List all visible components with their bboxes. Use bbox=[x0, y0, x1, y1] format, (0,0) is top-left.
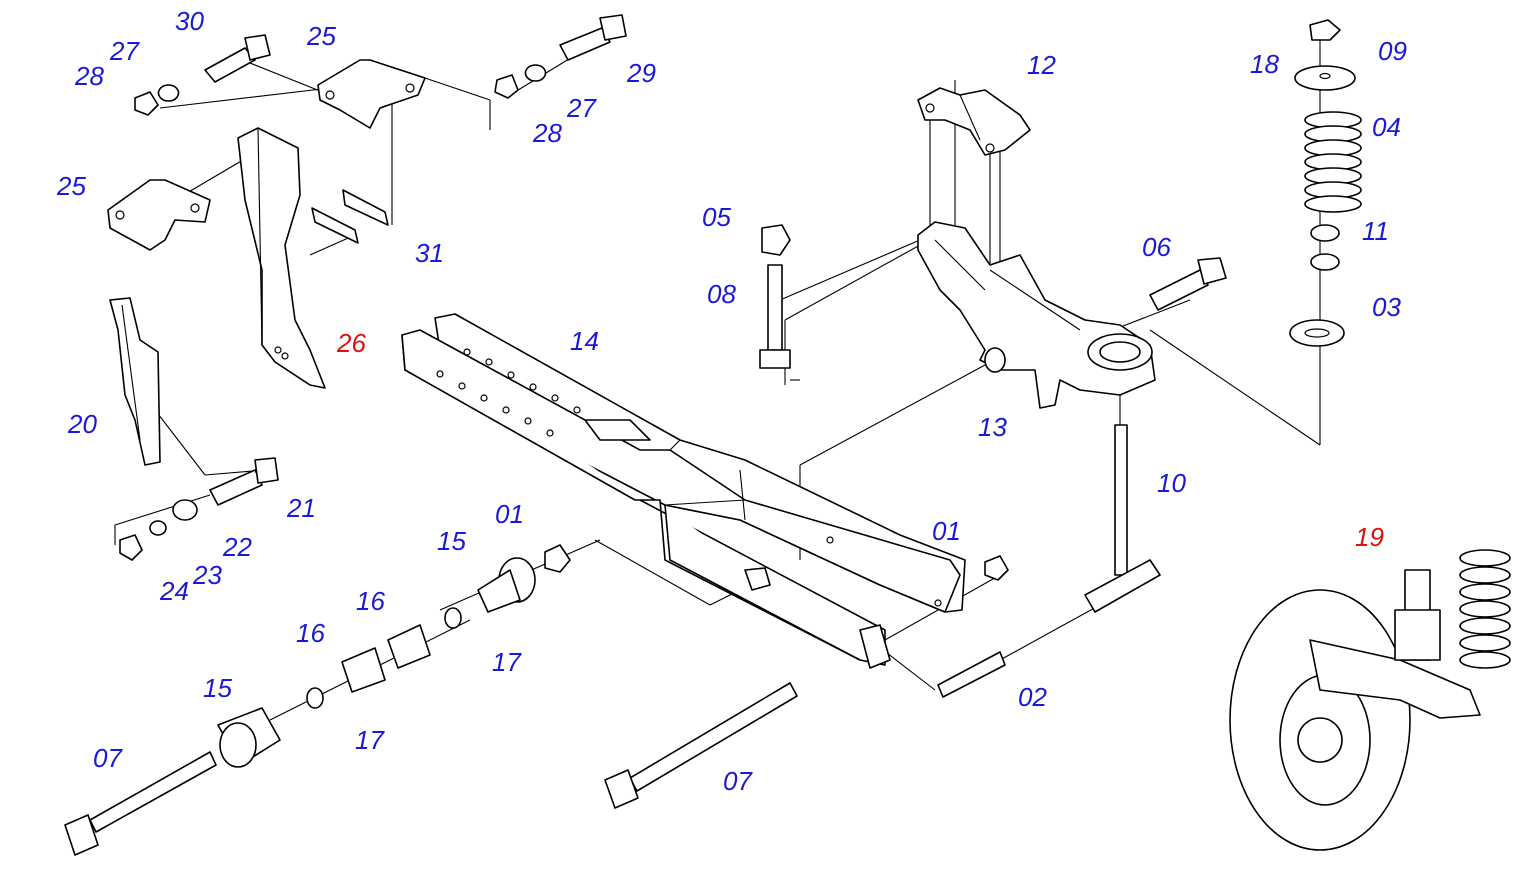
bolt-21 bbox=[209, 457, 279, 506]
label-01-left: 01 bbox=[495, 499, 524, 529]
label-11: 11 bbox=[1362, 216, 1389, 246]
bolt-07-left bbox=[64, 751, 217, 856]
label-13: 13 bbox=[978, 412, 1007, 442]
point-20 bbox=[109, 297, 161, 466]
bracket-casting-13 bbox=[917, 221, 1156, 409]
label-17-lower: 17 bbox=[355, 725, 385, 755]
label-10: 10 bbox=[1157, 468, 1186, 498]
label-14: 14 bbox=[570, 326, 599, 356]
nut-28-left bbox=[134, 91, 159, 116]
label-20: 20 bbox=[67, 409, 97, 439]
label-30: 30 bbox=[175, 6, 204, 36]
nut-01-left bbox=[544, 544, 571, 573]
label-17-upper: 17 bbox=[492, 647, 522, 677]
label-28-left: 28 bbox=[74, 61, 104, 91]
label-08: 08 bbox=[707, 279, 736, 309]
bushing-15-upper bbox=[477, 557, 536, 613]
bolt-06 bbox=[1149, 257, 1227, 311]
bolt-29 bbox=[559, 14, 627, 61]
label-22: 22 bbox=[222, 532, 252, 562]
disc-assembly-19 bbox=[1229, 549, 1511, 851]
label-15-lower: 15 bbox=[203, 673, 232, 703]
label-25-upper: 25 bbox=[306, 21, 336, 51]
label-18: 18 bbox=[1250, 49, 1279, 79]
label-28-right: 28 bbox=[532, 118, 562, 148]
label-04: 04 bbox=[1372, 112, 1401, 142]
spring-stack bbox=[1289, 19, 1362, 347]
washer-22 bbox=[172, 499, 198, 521]
bolt-08-nut-05 bbox=[759, 224, 791, 369]
bushing-16-upper bbox=[387, 624, 431, 669]
shank-26 bbox=[237, 127, 326, 389]
nut-01-right bbox=[984, 555, 1009, 581]
label-09: 09 bbox=[1378, 36, 1407, 66]
label-06: 06 bbox=[1142, 232, 1171, 262]
frame-14 bbox=[401, 313, 966, 669]
washer-23 bbox=[149, 520, 167, 536]
bolt-07-center bbox=[604, 682, 798, 809]
spring-assembled bbox=[1459, 549, 1511, 669]
oring-17-upper bbox=[444, 607, 462, 629]
label-05: 05 bbox=[702, 202, 731, 232]
label-19: 19 bbox=[1355, 522, 1384, 552]
label-07-left: 07 bbox=[93, 743, 123, 773]
callout-labels: 30 27 28 25 29 27 28 25 31 26 20 21 22 2… bbox=[56, 6, 1407, 796]
nut-24 bbox=[119, 534, 143, 561]
label-25-lower: 25 bbox=[56, 171, 86, 201]
washer-27-right bbox=[524, 64, 547, 82]
label-21: 21 bbox=[286, 493, 316, 523]
label-31: 31 bbox=[415, 238, 444, 268]
spring-04 bbox=[1304, 111, 1362, 213]
label-23: 23 bbox=[192, 560, 222, 590]
washer-27-left bbox=[157, 84, 180, 102]
pin-10 bbox=[1084, 424, 1161, 613]
label-01-right: 01 bbox=[932, 516, 961, 546]
bushing-15-lower bbox=[217, 707, 281, 768]
label-27-left: 27 bbox=[109, 36, 140, 66]
label-16-upper: 16 bbox=[356, 586, 385, 616]
label-15-upper: 15 bbox=[437, 526, 466, 556]
pin-02 bbox=[937, 651, 1006, 698]
label-03: 03 bbox=[1372, 292, 1401, 322]
nut-28-right bbox=[494, 74, 519, 99]
label-12: 12 bbox=[1027, 50, 1056, 80]
bracket-25-lower bbox=[107, 179, 211, 251]
label-29: 29 bbox=[626, 58, 656, 88]
label-27-right: 27 bbox=[566, 93, 597, 123]
label-07-center: 07 bbox=[723, 766, 753, 796]
label-16-lower: 16 bbox=[296, 618, 325, 648]
clamp-12 bbox=[917, 87, 1031, 156]
label-24: 24 bbox=[159, 576, 189, 606]
label-26: 26 bbox=[336, 328, 366, 358]
bushing-16-lower bbox=[341, 647, 386, 693]
clips-31 bbox=[311, 189, 389, 244]
bracket-25-upper bbox=[317, 59, 426, 129]
label-02: 02 bbox=[1018, 682, 1047, 712]
frame-holes bbox=[436, 348, 942, 607]
oring-17-lower bbox=[306, 687, 324, 709]
bolt-30 bbox=[204, 34, 271, 83]
